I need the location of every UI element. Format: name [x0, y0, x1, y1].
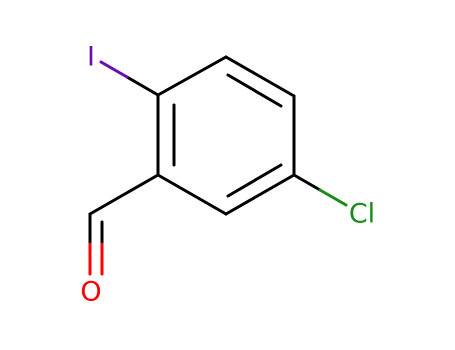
atom-label-oxygen: O	[80, 277, 101, 308]
atom-label-iodine: I	[87, 42, 95, 73]
ring-bond-c4-c5-inner	[226, 163, 283, 198]
bond-c-cl-carbon-half	[292, 173, 322, 192]
atom-label-chlorine: Cl	[349, 199, 375, 230]
bond-c-i-carbon-half	[125, 75, 160, 97]
ring-bond-c1-c2	[156, 55, 228, 97]
bond-c-i-iodine-half	[99, 60, 129, 79]
bond-ring-cho	[88, 173, 160, 216]
ring-bond-c5-c6	[156, 173, 228, 216]
ring-bond-c4-c5	[224, 173, 296, 216]
ring-bond-c3-c3-inner	[226, 73, 283, 108]
ring-bond-c2-c3	[224, 55, 296, 98]
bond-c-cl-chlorine-half	[318, 188, 348, 207]
